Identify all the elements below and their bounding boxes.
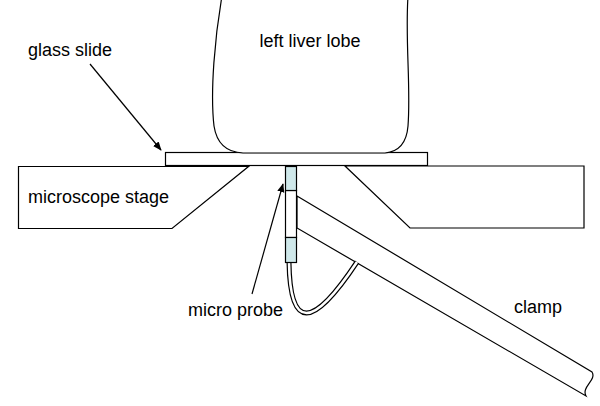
probe-wire-core [289, 262, 357, 313]
outline-path [213, 0, 409, 153]
probe-wire-outline [289, 262, 357, 313]
node-outline [205, 0, 415, 154]
probe-tip-cell [286, 167, 297, 191]
leader-line [90, 64, 161, 150]
node-text: left liver lobe [205, 30, 415, 52]
microscope-stage: microscope stage [18, 166, 252, 229]
probe-shaft [286, 191, 297, 238]
stage-right-part [345, 166, 584, 228]
part-label: glass slide [28, 39, 112, 61]
probe-base-cell [286, 238, 297, 263]
liver-lobe: left liver lobe [205, 0, 415, 154]
leader-line [252, 184, 283, 294]
node-text: microscope stage [18, 186, 252, 208]
glass-slide [166, 153, 428, 166]
part-label: clamp [514, 296, 562, 318]
part-label: micro probe [188, 299, 283, 321]
clamp-arm [297, 196, 593, 396]
